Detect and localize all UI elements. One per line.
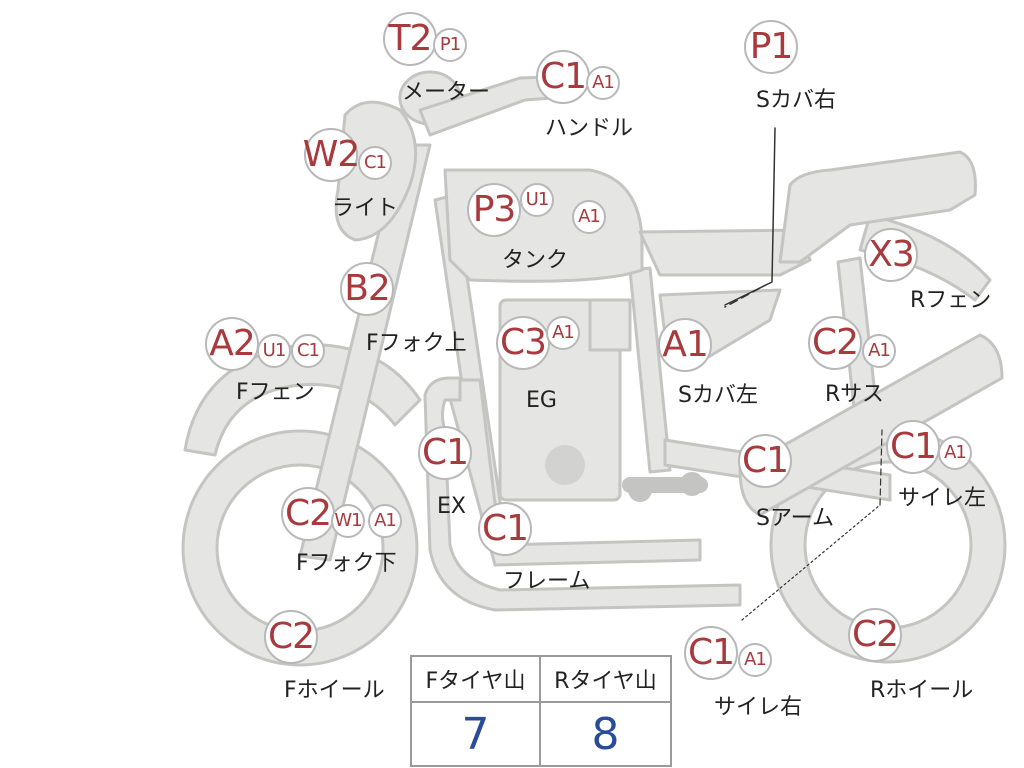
light-code-c1: C1 (358, 146, 392, 180)
frame-code-c1: C1 (478, 502, 532, 556)
meter-code-t2: T2 (383, 12, 437, 66)
footpeg-end-left (628, 478, 652, 502)
seat-cover-right-code-p1: P1 (744, 20, 798, 74)
rear-fender-code-x3: X3 (864, 228, 918, 282)
meter-label: メーター (402, 80, 491, 105)
fork-upper-code-b2: B2 (340, 262, 394, 316)
seat-cover-right-leader-line (724, 127, 776, 306)
muffler-right-code-a1: A1 (738, 643, 772, 677)
rear-fender-label: Rフェン (910, 288, 992, 313)
muffler-right-leader-line-2 (879, 429, 883, 506)
light-label: ライト (332, 196, 399, 221)
muffler-right-code-c1: C1 (684, 626, 738, 680)
rear-tire-tread-value: 8 (591, 708, 620, 760)
muffler-right-label: サイレ右 (714, 695, 803, 720)
muffler-left-code-a1: A1 (938, 436, 972, 470)
front-fender-code-c1: C1 (291, 334, 325, 368)
tank-code-p3: P3 (467, 183, 521, 237)
front-tire-tread-header: Fタイヤ山 (412, 657, 541, 703)
rear-suspension-code-c2: C2 (808, 316, 862, 370)
engine-head-shape (588, 298, 632, 352)
rear-wheel-label: Rホイール (870, 678, 974, 703)
exhaust-label: EX (437, 494, 466, 519)
seat-cover-left-label: Sカバ左 (678, 383, 758, 408)
meter-code-p1: P1 (433, 28, 467, 62)
handle-code-a1: A1 (586, 66, 620, 100)
engine-label: EG (526, 388, 557, 413)
engine-code-a1: A1 (546, 316, 580, 350)
tank-label: タンク (502, 248, 569, 273)
frame-cradle (423, 376, 742, 612)
seat-cover-right-leader-dash (724, 287, 761, 308)
exhaust-code-c1: C1 (418, 426, 472, 480)
rear-suspension-code-a1: A1 (862, 334, 896, 368)
muffler-left-code-c1: C1 (886, 420, 940, 474)
rear-tire-tread-header: Rタイヤ山 (541, 657, 670, 703)
fork-lower-label: Fフォク下 (296, 551, 397, 576)
fork-upper-label: Fフォク上 (366, 331, 467, 356)
fork-lower-code-a1: A1 (368, 504, 402, 538)
footpeg-end-right (680, 472, 704, 496)
frame-lower-loop (443, 378, 702, 567)
rear-suspension-label: Rサス (825, 382, 884, 407)
fork-lower-code-c2: C2 (281, 487, 335, 541)
muffler-left-label: サイレ左 (898, 486, 987, 511)
muffler-right-leader-line (741, 504, 881, 621)
fork-lower-code-w1: W1 (331, 504, 365, 538)
tire-tread-table: Fタイヤ山 Rタイヤ山 7 8 (410, 655, 672, 767)
swing-arm-label: Sアーム (756, 506, 834, 531)
front-wheel-code-c2: C2 (264, 610, 318, 664)
tank-code-u1: U1 (520, 183, 554, 217)
seat-cover-right-label: Sカバ右 (756, 88, 836, 113)
handle-code-c1: C1 (536, 50, 590, 104)
seat-cover-left-code-a1: A1 (658, 318, 712, 372)
seat-shape (778, 150, 977, 264)
tank-code-a1: A1 (572, 200, 606, 234)
front-wheel-label: Fホイール (284, 678, 385, 703)
engine-code-c3: C3 (496, 316, 550, 370)
front-tire-tread-value: 7 (412, 703, 541, 765)
front-fork-shape (298, 143, 432, 562)
frame-label: フレーム (503, 569, 591, 594)
rear-wheel-code-c2: C2 (848, 608, 902, 662)
engine-case-shape (545, 445, 585, 485)
muffler-shape (738, 333, 1004, 517)
light-code-w2: W2 (303, 128, 360, 182)
front-fender-code-a2: A2 (205, 317, 259, 371)
swing-arm-code-c1: C1 (738, 434, 792, 488)
front-fender-code-u1: U1 (257, 334, 291, 368)
front-wheel-outline-outer (181, 429, 419, 667)
handle-label: ハンドル (545, 116, 634, 141)
front-fender-label: Fフェン (236, 380, 315, 405)
